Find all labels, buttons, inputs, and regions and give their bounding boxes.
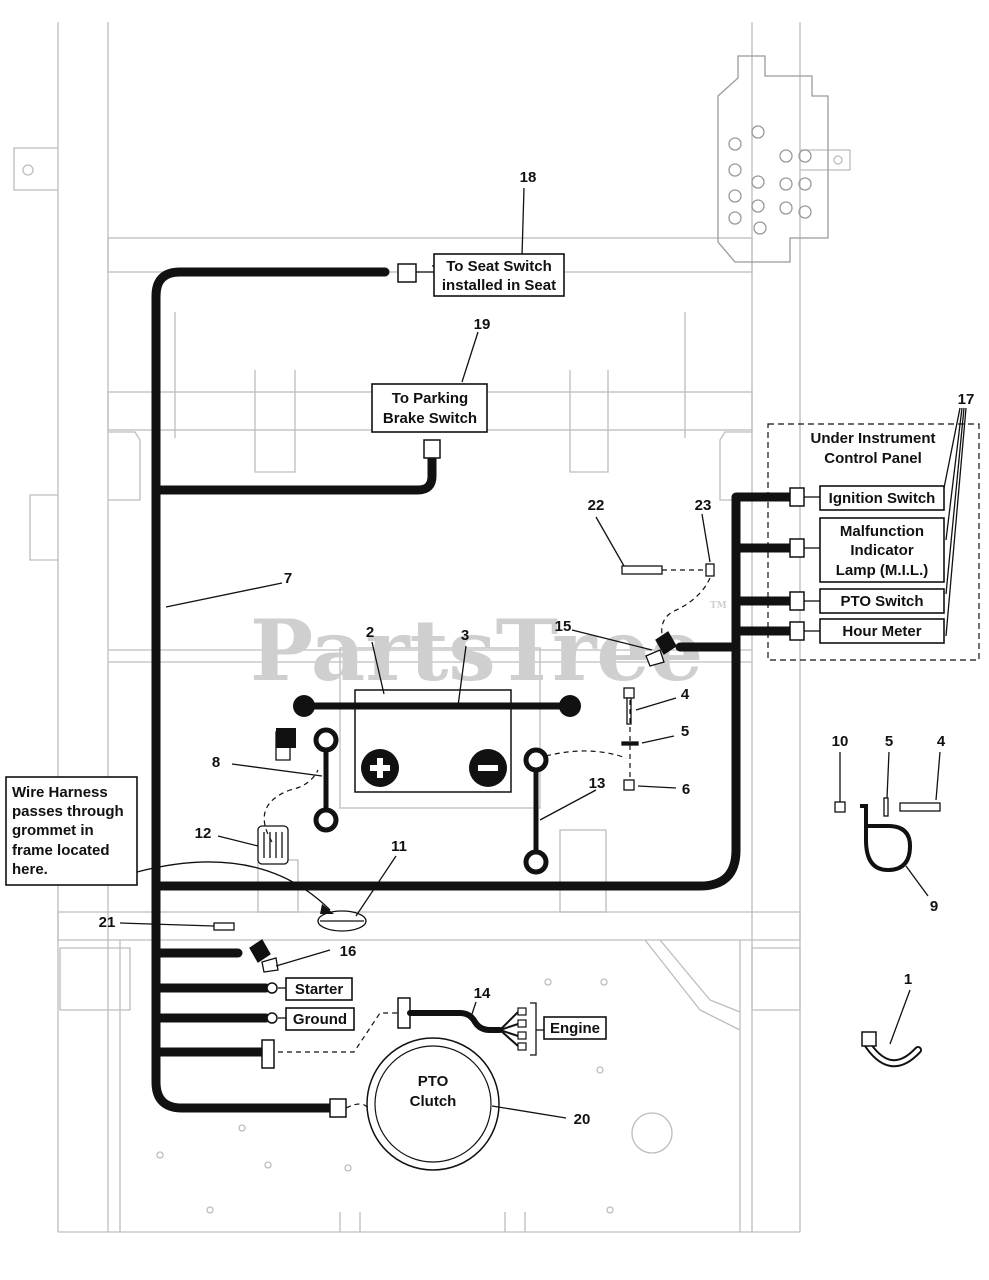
pto-clutch (366, 1037, 500, 1171)
instrument-panel-boundary (767, 423, 980, 661)
part-number-11: 11 (391, 838, 407, 855)
watermark-tm: TM (710, 601, 727, 611)
grommet-note-line5: here. (12, 861, 48, 878)
part-number-17: 17 (958, 391, 975, 408)
watermark-text: PartsTree (250, 601, 703, 700)
leader-lines (119, 187, 967, 1119)
part-number-10: 10 (832, 733, 849, 750)
part-number-14: 14 (474, 985, 491, 1002)
pto-clutch-line1: PTO (418, 1073, 449, 1090)
harness-connectors (261, 263, 805, 1118)
seat-switch-line1: To Seat Switch (446, 258, 552, 275)
part-number-21: 21 (99, 914, 116, 931)
part-number-4b: 4 (937, 733, 946, 750)
grommet-note-line2: passes through (12, 803, 124, 820)
part-number-12: 12 (195, 825, 212, 842)
starter-label: Starter (295, 981, 344, 998)
grommet-note-line4: frame located (12, 842, 110, 859)
engine-label: Engine (550, 1020, 600, 1037)
panel-title-line2: Control Panel (824, 450, 922, 467)
part-numbers: 1 2 3 4 4 5 5 6 7 8 9 10 11 12 13 14 15 … (99, 169, 975, 1128)
label-boxes (5, 253, 945, 1040)
part-number-19: 19 (474, 316, 491, 333)
part-number-2: 2 (366, 624, 374, 641)
pto-clutch-line2: Clutch (410, 1093, 457, 1110)
parking-brake-line2: Brake Switch (383, 410, 477, 427)
part-number-1: 1 (904, 971, 912, 988)
part-number-22: 22 (588, 497, 605, 514)
grommet-note-line1: Wire Harness (12, 784, 108, 801)
part-number-18: 18 (520, 169, 537, 186)
part-number-5a: 5 (681, 723, 689, 740)
seat-switch-line2: installed in Seat (442, 277, 556, 294)
pto-switch-label: PTO Switch (840, 593, 923, 610)
negative-cable (523, 747, 549, 875)
detail-clamp (834, 797, 941, 873)
cable-tie (861, 1031, 922, 1068)
mil-line1: Malfunction (840, 523, 924, 540)
part-number-13: 13 (589, 775, 606, 792)
grommet-note-line3: grommet in (12, 822, 94, 839)
mil-line3: Lamp (M.I.L.) (836, 562, 929, 579)
panel-title-line1: Under Instrument (810, 430, 935, 447)
hour-meter-label: Hour Meter (842, 623, 921, 640)
part-number-15: 15 (555, 618, 572, 635)
part-number-7: 7 (284, 570, 292, 587)
ground-label: Ground (293, 1011, 347, 1028)
part-number-23: 23 (695, 497, 712, 514)
part-number-6: 6 (682, 781, 690, 798)
part-number-9: 9 (930, 898, 938, 915)
ignition-switch-label: Ignition Switch (829, 490, 936, 507)
part-number-3: 3 (461, 627, 469, 644)
part-number-16: 16 (340, 943, 357, 960)
mil-line2: Indicator (850, 542, 914, 559)
part-number-5b: 5 (885, 733, 893, 750)
small-hardware (213, 563, 715, 973)
parking-brake-line1: To Parking (392, 390, 468, 407)
main-harness (151, 267, 795, 1113)
positive-cable (275, 727, 339, 833)
part-number-4a: 4 (681, 686, 690, 703)
engine-harness (407, 1002, 537, 1056)
callout-texts: To Seat Switch installed in Seat To Park… (12, 258, 936, 1110)
part-number-20: 20 (574, 1111, 591, 1128)
part-number-8: 8 (212, 754, 220, 771)
